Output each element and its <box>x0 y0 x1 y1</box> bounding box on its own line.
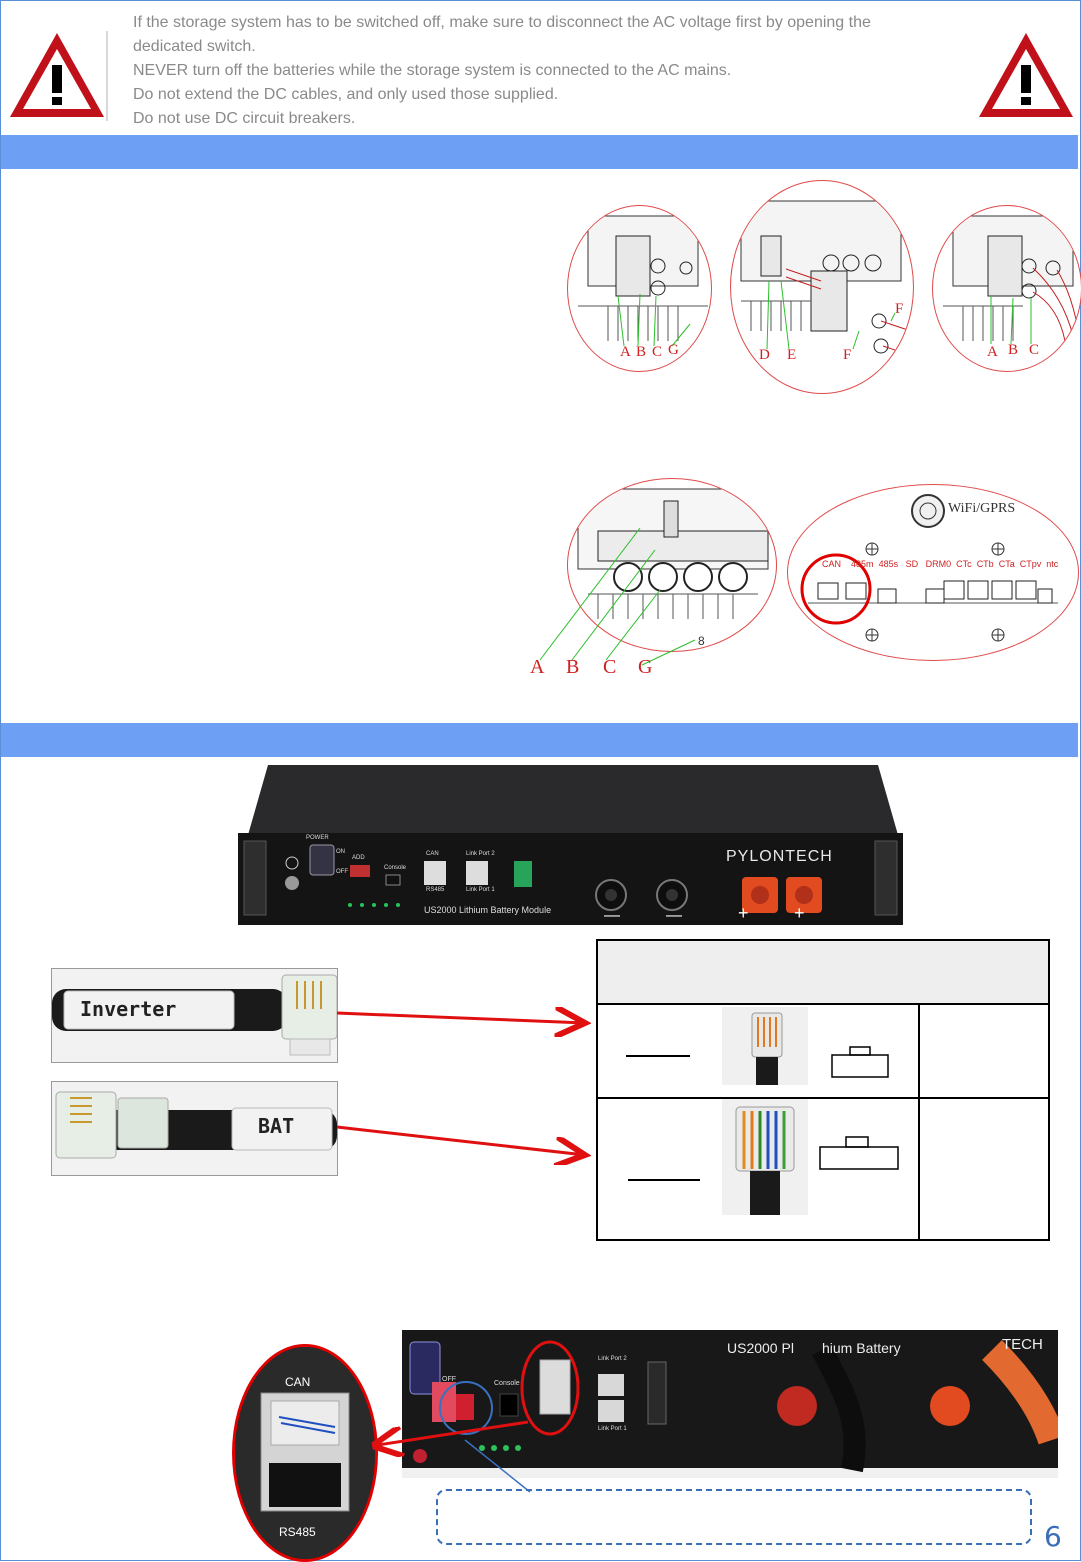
table-cell-empty <box>918 1003 1050 1099</box>
table-row-inverter <box>596 1003 920 1099</box>
inverter-detail-photo: A B C G <box>567 205 712 372</box>
port-label: ntc <box>1046 559 1059 569</box>
table-cell-empty <box>918 1097 1050 1241</box>
warning-line: Do not use DC circuit breakers. <box>133 110 356 127</box>
positive-terminal-label: + <box>794 903 805 923</box>
inverter-cable-tag: Inverter <box>80 997 177 1021</box>
warning-triangle-icon <box>979 33 1073 117</box>
port-label: CAN <box>822 559 842 569</box>
pinout-table <box>596 939 1050 1241</box>
port-board-photo: WiFi/GPRS CAN 485m 485s SD DRM0 CTc CTb … <box>787 484 1079 661</box>
connector-outline-icon <box>819 1136 899 1170</box>
port-label: DRM0 <box>925 559 952 569</box>
note-box <box>436 1489 1032 1545</box>
blank-line <box>626 1055 690 1057</box>
label-b: B <box>1008 342 1019 358</box>
leader-lines <box>539 527 696 666</box>
bat-cable-tag: BAT <box>258 1114 295 1138</box>
port-label: CTc <box>956 559 972 569</box>
link-port-2-label: Link Port 2 <box>466 851 495 857</box>
model-label: US2000 Pl <box>727 1340 794 1356</box>
addr-label: ADD <box>352 855 365 861</box>
port-label: SD <box>905 559 919 569</box>
wifi-label: WiFi/GPRS <box>948 501 1016 516</box>
svg-text:8: 8 <box>698 634 705 648</box>
inverter-detail-photo: A B C <box>932 205 1081 372</box>
blank-line <box>628 1179 700 1181</box>
model-label: hium Battery <box>822 1340 901 1356</box>
label-a: A <box>530 656 545 678</box>
label-f: F <box>843 347 852 363</box>
can-label: CAN <box>285 1375 311 1389</box>
link-port-1-label: Link Port 1 <box>466 887 495 893</box>
console-label: Console <box>384 865 407 871</box>
model-label: US2000 Lithium Battery Module <box>424 905 552 915</box>
label-c: C <box>652 344 663 360</box>
positive-terminal-label: + <box>738 903 749 923</box>
connector-outline-icon <box>831 1046 889 1078</box>
port-labels: CAN 485m 485s SD DRM0 CTc CTb CTa CTpv n… <box>822 559 1058 569</box>
link-port-1-label: Link Port 1 <box>598 1426 627 1432</box>
rs485-label: RS485 <box>279 1525 316 1539</box>
section-header-band <box>1 723 1078 757</box>
negative-terminal-label: — <box>666 907 682 924</box>
warning-triangle-icon <box>10 33 104 117</box>
brand-label: TECH <box>1002 1336 1043 1353</box>
link-port-2-label: Link Port 2 <box>598 1356 627 1362</box>
rj45-connector-icon <box>722 1007 808 1085</box>
off-label: OFF <box>442 1376 456 1383</box>
off-label: OFF <box>336 869 348 875</box>
table-header-cell <box>596 939 1050 1005</box>
label-b: B <box>566 656 580 678</box>
on-label: ON <box>336 849 345 855</box>
warning-line: Do not extend the DC cables, and only us… <box>133 86 559 103</box>
warning-line: dedicated switch. <box>133 38 256 55</box>
console-label: Console <box>494 1380 520 1387</box>
section-header-band <box>1 135 1078 169</box>
battery-module-photo: POWER ON OFF ADD Console CAN RS485 Link … <box>238 765 903 925</box>
label-e: E <box>787 347 797 363</box>
warning-line: NEVER turn off the batteries while the s… <box>133 62 732 79</box>
label-a: A <box>620 344 631 360</box>
port-label: 485m <box>851 559 874 569</box>
warning-text: If the storage system has to be switched… <box>133 11 1013 131</box>
connector-arrows <box>336 1005 595 1165</box>
warning-panel: If the storage system has to be switched… <box>1 1 1078 133</box>
rj45-connector-icon <box>722 1099 808 1215</box>
label-c: C <box>1029 342 1040 358</box>
can-label: CAN <box>426 851 439 857</box>
label-g: G <box>638 656 653 678</box>
battery-closeup-photo: OFF Console Link Port 2 Link Port 1 US20… <box>402 1330 1066 1478</box>
label-b: B <box>636 344 647 360</box>
negative-terminal-label: — <box>604 907 620 924</box>
label-a: A <box>987 344 998 360</box>
divider <box>106 31 108 121</box>
inverter-cable-photo: Inverter <box>51 968 338 1063</box>
port-label: CTpv <box>1019 559 1042 569</box>
callout-lines <box>370 1420 531 1493</box>
port-label: CTb <box>976 559 994 569</box>
table-row-bat <box>596 1097 920 1241</box>
rs485-label: RS485 <box>426 887 445 893</box>
warning-line: If the storage system has to be switched… <box>133 14 871 31</box>
brand-label: PYLONTECH <box>726 848 833 865</box>
power-label: POWER <box>306 835 329 841</box>
label-c: C <box>603 656 617 678</box>
inverter-bottom-photo: 8 <box>567 478 777 652</box>
label-d: D <box>759 347 770 363</box>
port-label: 485s <box>878 559 899 569</box>
port-label: CTa <box>998 559 1015 569</box>
label-f: F <box>895 301 904 317</box>
can-port-zoom: CAN RS485 <box>232 1344 378 1562</box>
bat-cable-photo: BAT <box>51 1081 338 1176</box>
label-g: G <box>668 342 679 358</box>
page-number: 6 <box>1044 1520 1062 1553</box>
inverter-detail-photo: D E F F <box>730 180 914 394</box>
